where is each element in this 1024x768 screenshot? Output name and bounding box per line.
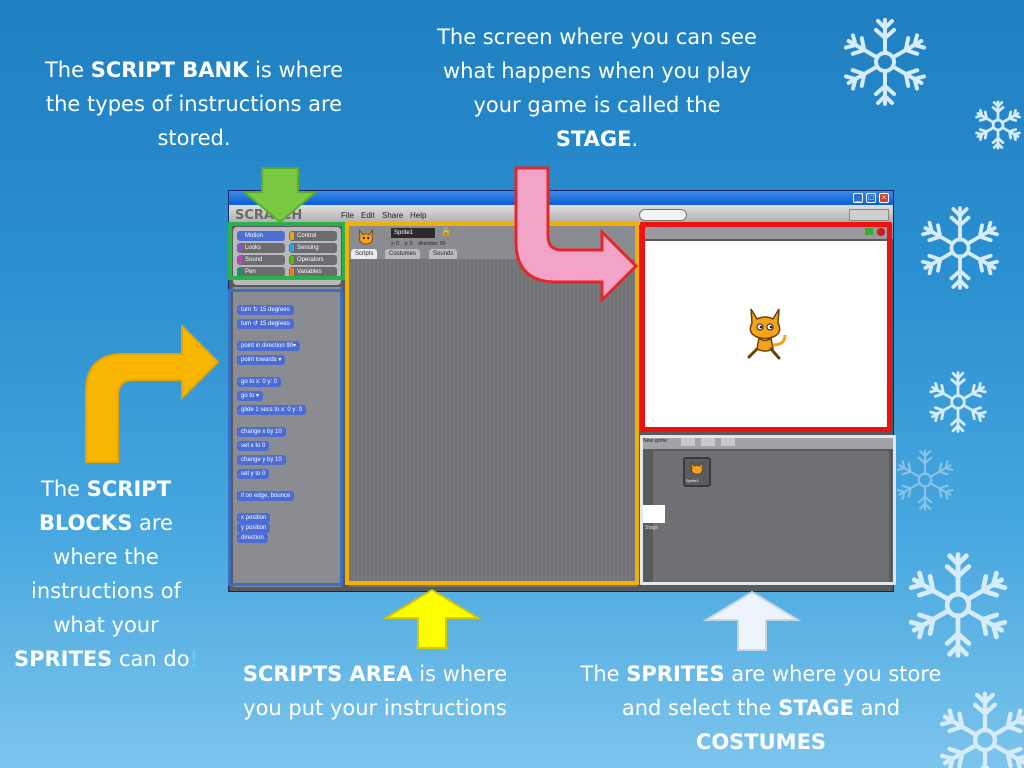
block-glide[interactable]: glide 1 secs to x: 0 y: 0: [237, 405, 307, 415]
scripts-area-caption: SCRIPTS AREA is where you put your instr…: [242, 662, 508, 720]
category-sensing[interactable]: Sensing: [289, 243, 337, 253]
scratch-window: _ □ × SCRATCH File Edit Share Help Motio…: [228, 190, 894, 592]
maximize-button[interactable]: □: [866, 193, 876, 203]
scripts-area: [349, 225, 637, 587]
random-sprite-button[interactable]: [721, 437, 735, 446]
sprite-list: Sprite1: [653, 451, 889, 585]
category-palette: Motion Control Looks Sensing Sound Opera…: [233, 227, 341, 285]
stage-panel: New sprite: Sprite1 Stage: [641, 225, 893, 589]
view-mode-buttons[interactable]: [849, 209, 889, 221]
orange-bent-arrow: [85, 323, 220, 463]
script-blocks-highlight: [228, 289, 343, 586]
block-turn-right[interactable]: turn ↻ 15 degrees: [237, 305, 294, 315]
scripts-area-highlight: [345, 222, 639, 585]
stage-toolbar: [641, 225, 893, 239]
sprite-name-field[interactable]: Sprite1: [391, 228, 435, 238]
menu-edit[interactable]: Edit: [361, 211, 375, 220]
category-control[interactable]: Control: [289, 231, 337, 241]
block-go-to-xy[interactable]: go to x: 0 y: 0: [237, 377, 282, 387]
script-bank-caption: The SCRIPT BANK is where the types of in…: [44, 58, 343, 150]
white-up-arrow: [702, 590, 802, 651]
scripts-canvas[interactable]: [349, 259, 637, 587]
choose-sprite-button[interactable]: [701, 437, 715, 446]
new-sprite-toolbar: New sprite:: [641, 435, 893, 449]
lock-icon[interactable]: 🔒: [441, 227, 451, 236]
blocks-palette: turn ↻ 15 degrees turn ↺ 15 degrees poin…: [233, 287, 341, 587]
block-change-x[interactable]: change x by 10: [237, 427, 286, 437]
sprites-caption: The SPRITES are where you store and sele…: [580, 662, 942, 754]
close-button[interactable]: ×: [879, 193, 889, 203]
menu-file[interactable]: File: [341, 211, 354, 220]
category-looks[interactable]: Looks: [237, 243, 285, 253]
block-set-x[interactable]: set x to 0: [237, 441, 270, 451]
block-go-to[interactable]: go to ▾: [237, 391, 264, 401]
stage-caption: The screen where you can see what happen…: [437, 25, 757, 151]
block-point-towards[interactable]: point towards ▾: [237, 355, 286, 365]
category-motion[interactable]: Motion: [237, 231, 285, 241]
script-blocks-caption: The SCRIPT BLOCKS are where the instruct…: [14, 477, 198, 671]
block-change-y[interactable]: change y by 10: [237, 455, 286, 465]
block-set-y[interactable]: set y to 0: [237, 469, 270, 479]
tab-sounds[interactable]: Sounds: [429, 249, 458, 259]
sprite-thumb-label: Sprite1: [686, 478, 699, 483]
paint-sprite-button[interactable]: [681, 437, 695, 446]
stage-highlight: [640, 222, 892, 432]
edit-tools[interactable]: [639, 209, 687, 221]
stage-thumb-label: Stage: [645, 525, 659, 531]
script-bank-highlight: [228, 222, 346, 280]
pink-bent-arrow: [514, 166, 639, 304]
menu-bar: SCRATCH File Edit Share Help: [229, 205, 893, 225]
green-down-arrow: [241, 167, 319, 224]
sprite-cat-icon: [358, 228, 374, 245]
window-titlebar: _ □ ×: [229, 191, 893, 205]
tab-scripts[interactable]: Scripts: [351, 249, 378, 259]
sprites-highlight: [640, 435, 896, 585]
block-turn-left[interactable]: turn ↺ 15 degrees: [237, 319, 294, 329]
stage-canvas[interactable]: [643, 241, 891, 427]
stop-icon[interactable]: [877, 228, 885, 236]
category-variables[interactable]: Variables: [289, 267, 337, 277]
block-bounce[interactable]: if on edge, bounce: [237, 491, 295, 501]
minimize-button[interactable]: _: [853, 193, 863, 203]
scratch-cat-icon: [747, 308, 787, 360]
sprite-coords: x: 0 y: 0 direction: 90: [391, 241, 446, 247]
block-y-position[interactable]: y position: [237, 523, 271, 533]
stage-thumbnail[interactable]: [641, 505, 665, 523]
category-operators[interactable]: Operators: [289, 255, 337, 265]
sprite-thumb-cat-icon: [691, 461, 703, 475]
tab-costumes[interactable]: Costumes: [385, 249, 421, 259]
category-sound[interactable]: Sound: [237, 255, 285, 265]
green-flag-icon[interactable]: [865, 228, 873, 235]
block-x-position[interactable]: x position: [237, 513, 271, 523]
yellow-up-arrow: [382, 588, 482, 649]
menu-help[interactable]: Help: [410, 211, 427, 220]
new-sprite-label: New sprite:: [643, 438, 669, 444]
category-pen[interactable]: Pen: [237, 267, 285, 277]
sprite-thumbnail[interactable]: Sprite1: [683, 457, 711, 487]
block-direction[interactable]: direction: [237, 533, 268, 543]
block-point-direction[interactable]: point in direction 90▾: [237, 341, 301, 351]
menu-share[interactable]: Share: [382, 211, 404, 220]
